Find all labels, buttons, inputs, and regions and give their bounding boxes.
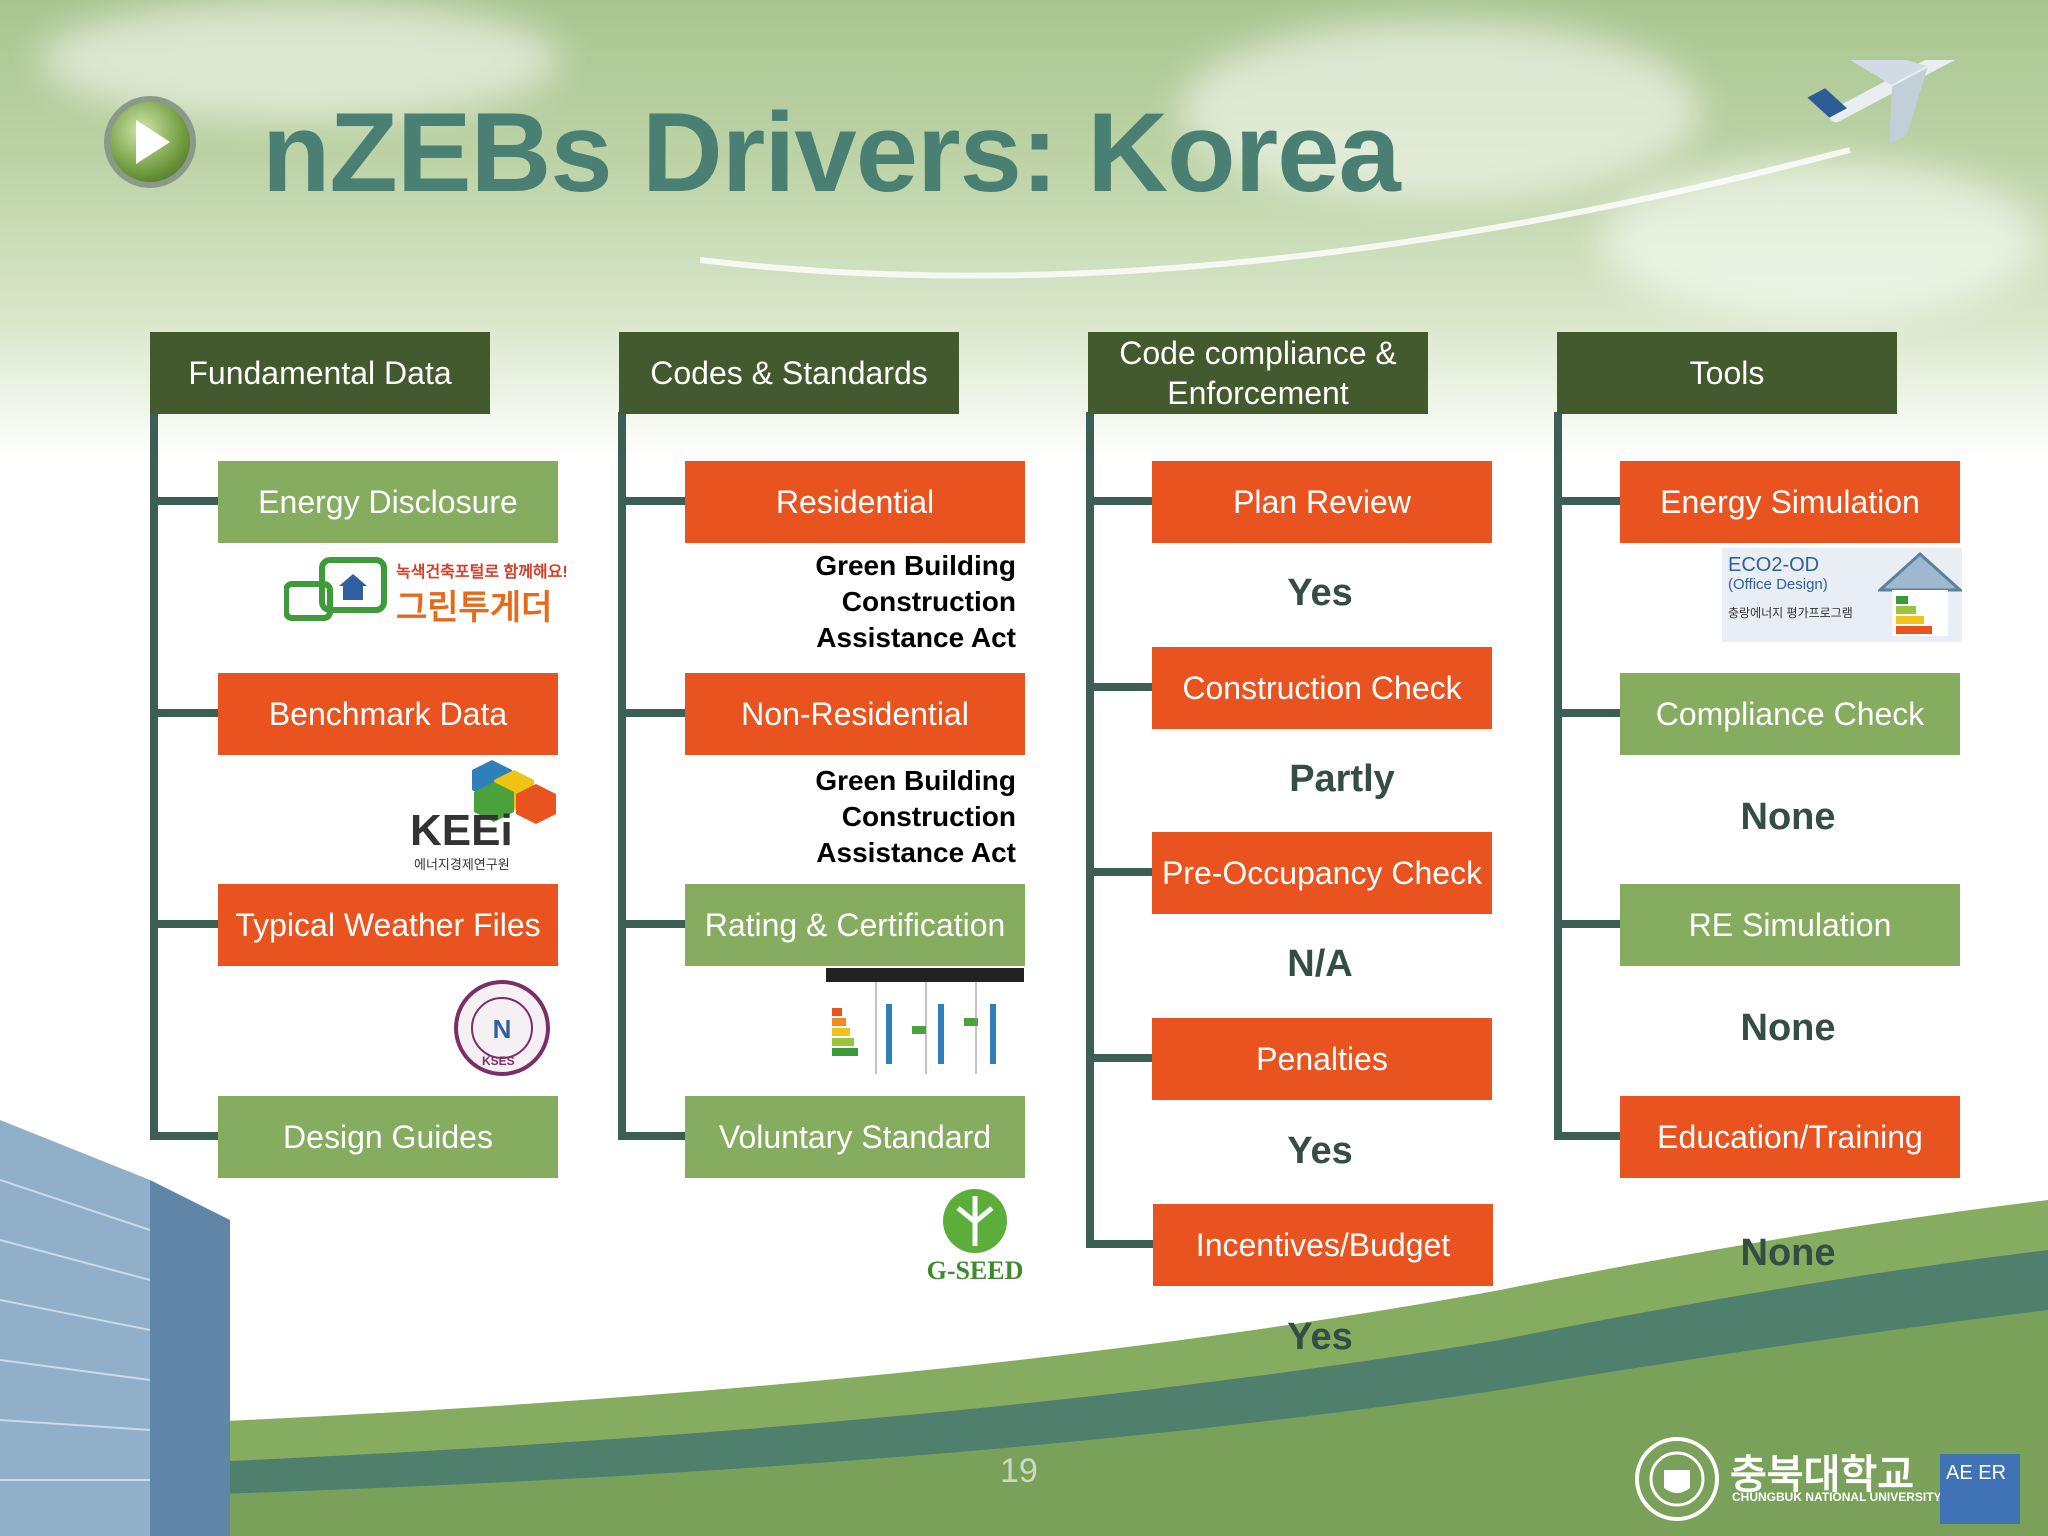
slide-title: nZEBs Drivers: Korea	[262, 90, 1401, 215]
header-code-compliance: Code compliance & Enforcement	[1088, 332, 1428, 414]
box-re-simulation: RE Simulation	[1620, 884, 1960, 966]
header-codes-standards: Codes & Standards	[619, 332, 959, 414]
branch-line	[618, 709, 686, 717]
svg-text:N: N	[493, 1014, 512, 1044]
box-penalties: Penalties	[1152, 1018, 1492, 1100]
keei-cubes-icon	[472, 760, 556, 824]
energy-rating-label-graphic	[826, 968, 1024, 1074]
note-residential-act: Green Building Construction Assistance A…	[815, 550, 1016, 653]
branch-line	[150, 497, 218, 505]
tree-trunk-line	[1086, 412, 1094, 1244]
tree-trunk-line	[1554, 412, 1562, 1136]
box-rating-certification: Rating & Certification	[685, 884, 1025, 966]
box-energy-disclosure: Energy Disclosure	[218, 461, 558, 543]
branch-line	[1086, 868, 1154, 876]
gseed-logo: G-SEED	[922, 1184, 1028, 1288]
status-construction-check: Partly	[1289, 758, 1395, 800]
cloud	[40, 0, 560, 120]
branch-line	[618, 920, 686, 928]
status-incentives-budget: Yes	[1287, 1316, 1353, 1358]
contrail-airplane-graphic	[700, 60, 1981, 279]
status-re-simulation: None	[1740, 1007, 1836, 1049]
box-compliance-check: Compliance Check	[1620, 673, 1960, 755]
header-tools: Tools	[1557, 332, 1897, 414]
airplane-icon	[1807, 60, 1981, 145]
box-plan-review: Plan Review	[1152, 461, 1492, 543]
branch-line	[1086, 683, 1154, 691]
play-triangle-icon	[136, 120, 170, 164]
keei-logo: KEEi 에너지경제연구원	[406, 760, 556, 872]
branch-line	[618, 1132, 686, 1140]
aeer-lab-logo: AE ER	[1940, 1454, 2020, 1524]
note-non-residential-act: Green Building Construction Assistance A…	[815, 765, 1016, 868]
status-compliance-check: None	[1740, 796, 1836, 838]
gseed-leaf-icon	[943, 1189, 1007, 1253]
kses-seal-logo: N KSES	[452, 978, 552, 1078]
footer-wave-band	[0, 1200, 2048, 1536]
tree-trunk-line	[150, 412, 158, 1136]
status-pre-occupancy-check: N/A	[1287, 943, 1353, 985]
box-incentives-budget: Incentives/Budget	[1153, 1204, 1493, 1286]
branch-line	[1554, 709, 1622, 717]
status-education-training: None	[1740, 1232, 1836, 1274]
speech-bubble-house-icon	[283, 557, 387, 621]
box-voluntary-standard: Voluntary Standard	[685, 1096, 1025, 1178]
energy-house-icon	[1878, 551, 1962, 636]
box-energy-simulation: Energy Simulation	[1620, 461, 1960, 543]
branch-line	[1554, 920, 1622, 928]
university-seal-icon	[1635, 1437, 1719, 1521]
tree-trunk-line	[618, 412, 626, 1136]
branch-line	[1554, 1132, 1622, 1140]
cloud	[1180, 20, 1700, 200]
branch-line	[1086, 1240, 1154, 1248]
branch-line	[150, 1132, 218, 1140]
header-fundamental-data: Fundamental Data	[150, 332, 490, 414]
building-graphic	[0, 1120, 230, 1536]
box-construction-check: Construction Check	[1152, 647, 1492, 729]
cloud	[1600, 160, 2040, 320]
branch-line	[1086, 1054, 1154, 1062]
box-residential: Residential	[685, 461, 1025, 543]
box-education-training: Education/Training	[1620, 1096, 1960, 1178]
box-design-guides: Design Guides	[218, 1096, 558, 1178]
university-logo: 충북대학교 CHUNGBUK NATIONAL UNIVERSITY AE ER	[1634, 1436, 2034, 1528]
green-together-logo: 녹색건축포털로 함께해요! 그린투게더	[283, 554, 568, 634]
branch-line	[618, 497, 686, 505]
page-number: 19	[1000, 1452, 1038, 1490]
status-penalties: Yes	[1287, 1130, 1353, 1172]
kses-seal-icon: N	[454, 980, 550, 1076]
branch-line	[150, 920, 218, 928]
box-typical-weather-files: Typical Weather Files	[218, 884, 558, 966]
box-pre-occupancy-check: Pre-Occupancy Check	[1152, 832, 1492, 914]
branch-line	[150, 709, 218, 717]
status-plan-review: Yes	[1287, 572, 1353, 614]
branch-line	[1554, 497, 1622, 505]
box-non-residential: Non-Residential	[685, 673, 1025, 755]
eco2-od-logo: ECO2-OD (Office Design) 충랑에너지 평가프로그램	[1722, 548, 1962, 642]
branch-line	[1086, 497, 1154, 505]
box-benchmark-data: Benchmark Data	[218, 673, 558, 755]
